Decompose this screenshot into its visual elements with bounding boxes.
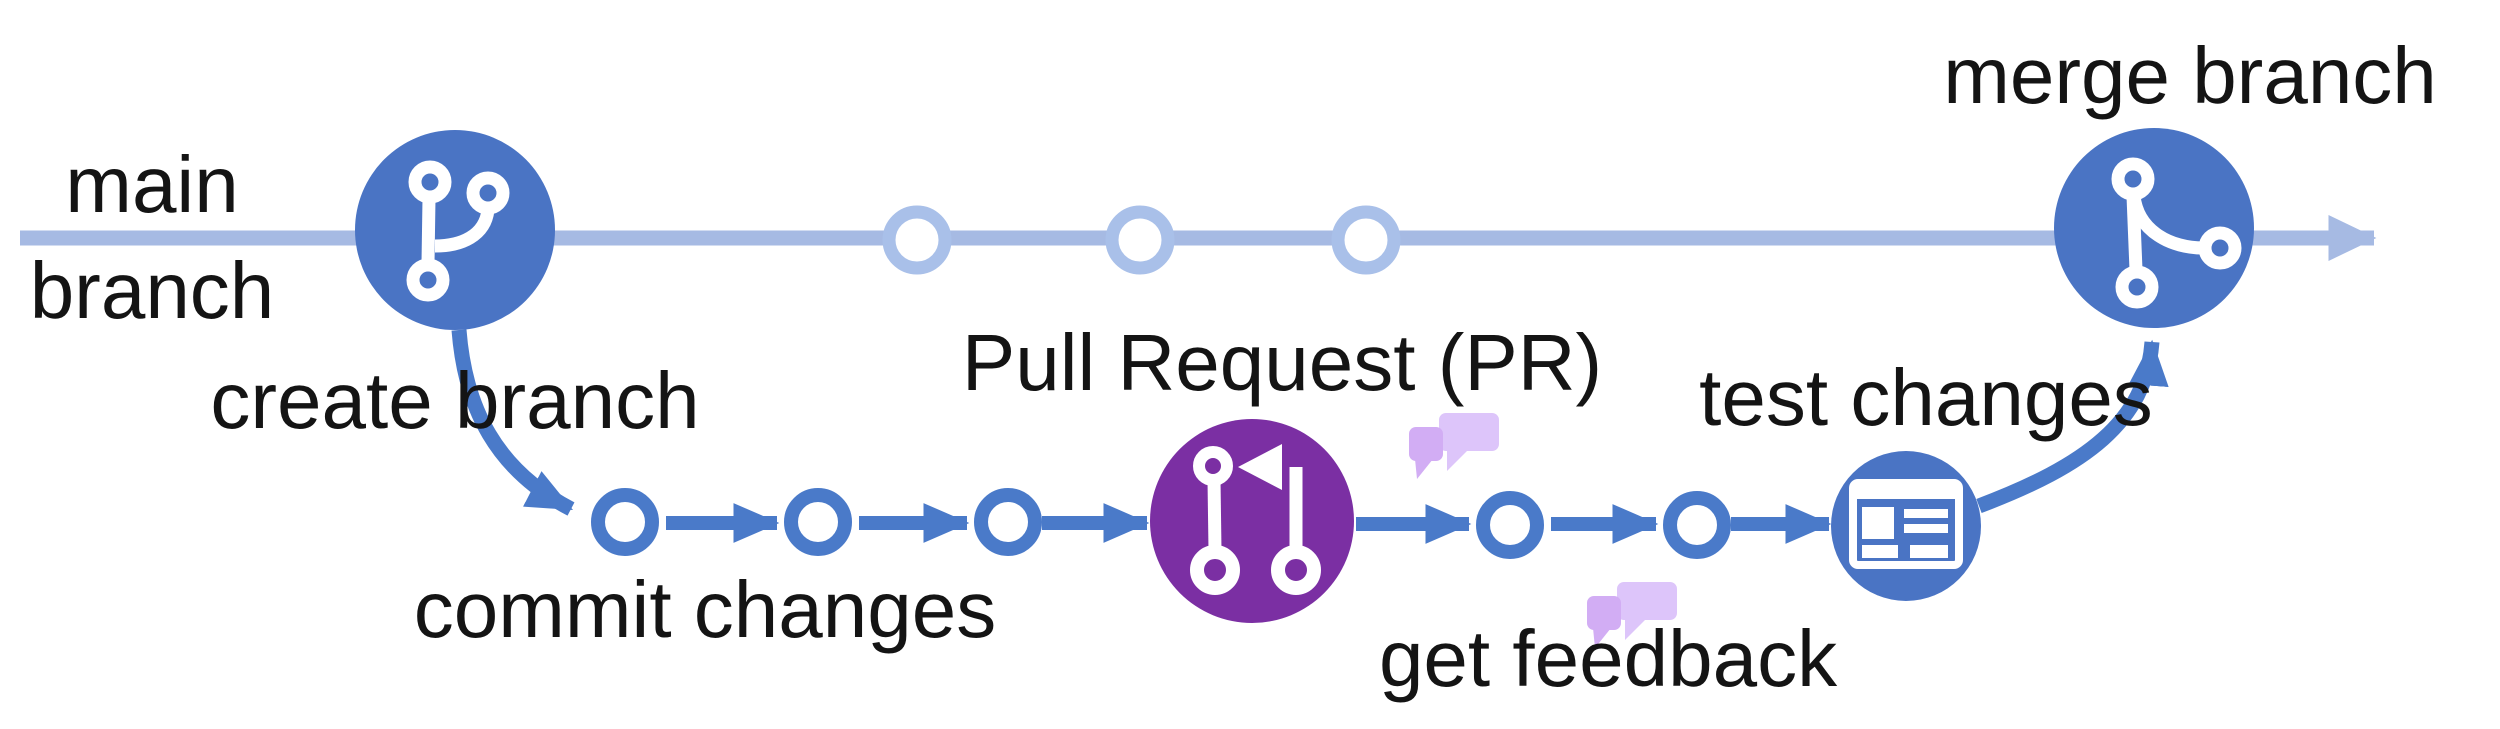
main-branch-label-line2: branch xyxy=(30,246,275,335)
commit-circle xyxy=(974,488,1042,556)
test-changes-label: test changes xyxy=(1699,353,2153,442)
pull-request-node-circle xyxy=(1150,419,1354,623)
ghost-commit-circle xyxy=(882,205,952,275)
merge-entry-curve xyxy=(1976,339,2169,514)
commit-circle xyxy=(784,488,852,556)
merge-branch-node xyxy=(2054,128,2254,328)
chat-bubbles-icon xyxy=(1409,413,1499,479)
git-merge-icon xyxy=(2111,157,2242,309)
git-pull-request-icon xyxy=(1190,444,1321,595)
main-branch-label-line1: main xyxy=(65,140,238,229)
ghost-commits xyxy=(882,205,1401,275)
browser-window-icon xyxy=(1849,479,1963,569)
get-feedback-label: get feedback xyxy=(1379,614,1838,703)
feature-branch-arrows xyxy=(666,503,1832,544)
chat-bubbles-icon xyxy=(1587,582,1677,648)
test-changes-node xyxy=(1831,451,1981,601)
git-branch-icon xyxy=(406,160,510,302)
feature-branch-commits xyxy=(591,488,1731,559)
ghost-commit-circle xyxy=(1105,205,1175,275)
commit-changes-label: commit changes xyxy=(414,565,996,654)
create-branch-node xyxy=(355,130,555,330)
pull-request-node xyxy=(1150,419,1354,623)
commit-circle xyxy=(591,488,659,556)
merge-branch-label: merge branch xyxy=(1943,31,2437,120)
create-branch-label: create branch xyxy=(210,356,699,445)
create-branch-node-circle xyxy=(355,130,555,330)
commit-circle xyxy=(1476,491,1544,559)
pull-request-label: Pull Request (PR) xyxy=(962,318,1602,407)
create-branch-curve xyxy=(451,329,575,516)
ghost-commit-circle xyxy=(1331,205,1401,275)
commit-circle xyxy=(1663,491,1731,559)
